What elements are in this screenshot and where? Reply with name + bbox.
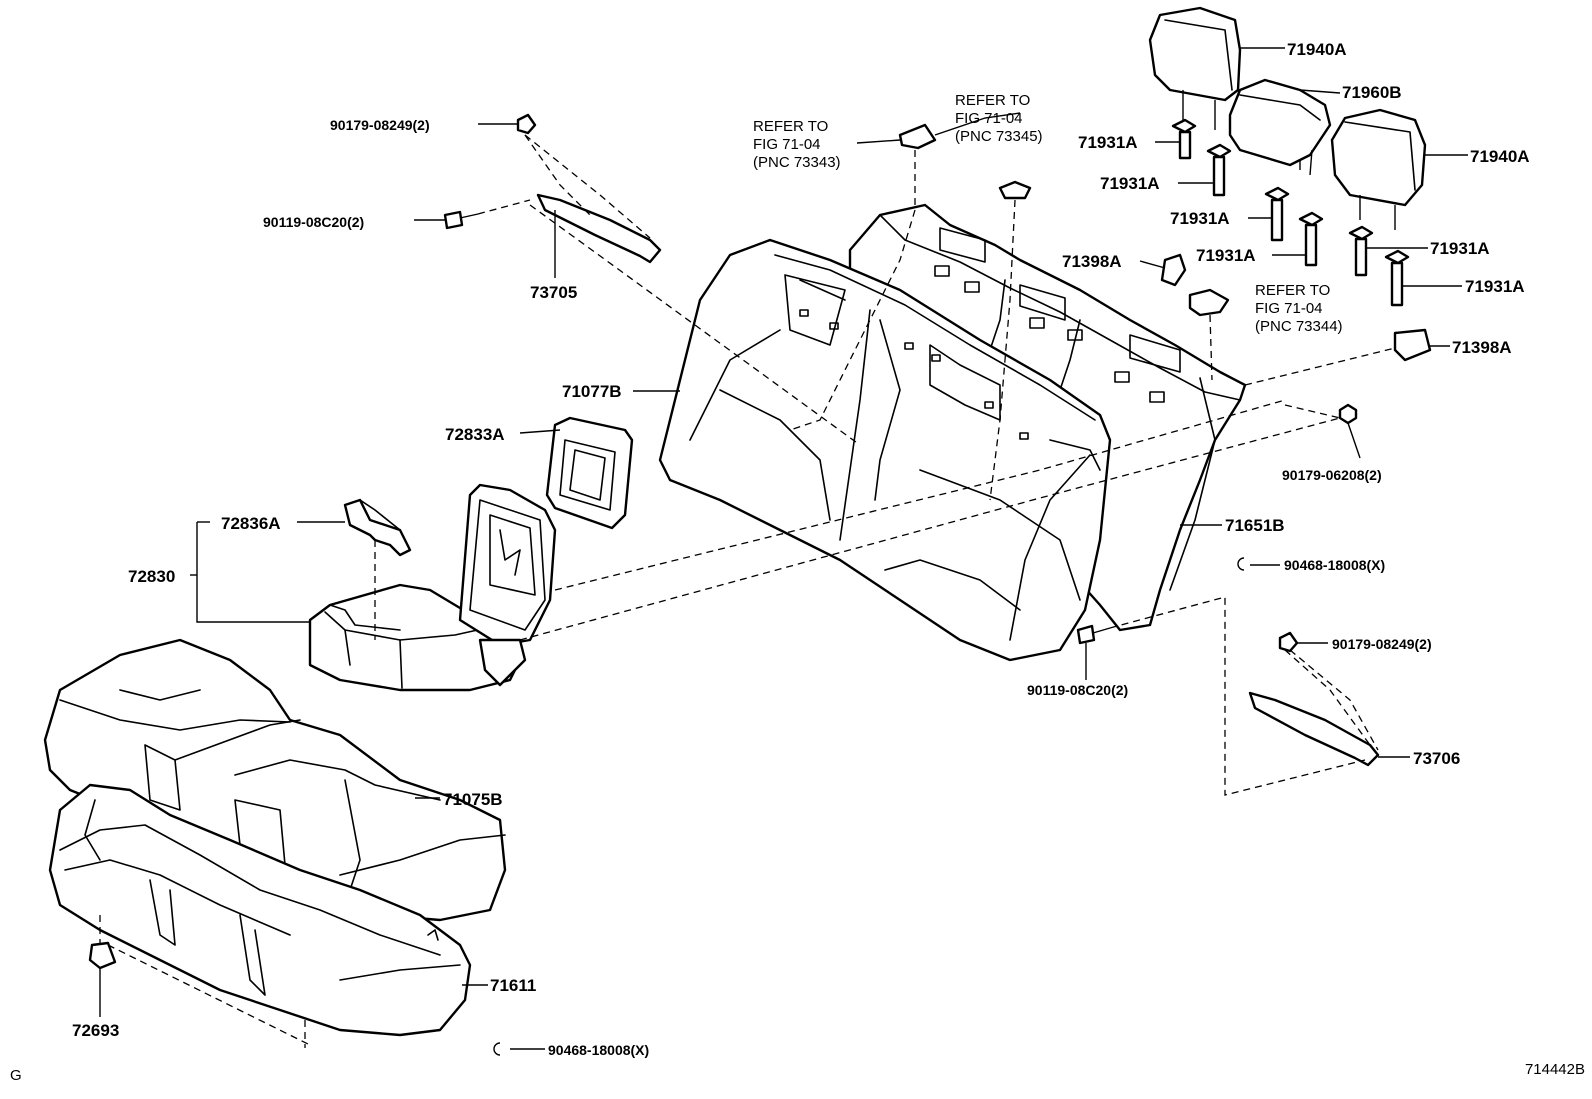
- ref2-line2: FIG 71-04: [955, 110, 1023, 127]
- armrest-drawing: [308, 483, 557, 692]
- label-71075B: 71075B: [443, 790, 503, 809]
- label-90179-08249-right: 90179-08249(2): [1332, 636, 1432, 652]
- headrest-supports-drawing: [1171, 118, 1410, 307]
- ref1-line3: (PNC 73343): [753, 154, 841, 171]
- headrest-right-drawing: [1330, 108, 1427, 230]
- label-71398A-1: 71398A: [1062, 252, 1122, 271]
- corner-code-left: G: [10, 1067, 22, 1084]
- cup-holder-drawing: [343, 498, 412, 557]
- label-71931A-6: 71931A: [1465, 277, 1525, 296]
- headrest-center-drawing: [1228, 78, 1332, 176]
- seat-back-cover-drawing: [658, 238, 1112, 662]
- label-90468-18008-right: 90468-18008(X): [1284, 557, 1385, 573]
- part-labels: 71940A 71960B 71940A 71931A 71931A 71931…: [72, 40, 1530, 1058]
- seat-cushion-pad-drawing: [48, 783, 472, 1037]
- headrest-top-drawing: [1148, 6, 1242, 130]
- label-71931A-3: 71931A: [1170, 209, 1230, 228]
- label-72830: 72830: [128, 567, 175, 586]
- label-71940A-right: 71940A: [1470, 147, 1530, 166]
- label-90119-08C20-right: 90119-08C20(2): [1027, 682, 1128, 698]
- label-90119-08C20-left: 90119-08C20(2): [263, 214, 364, 230]
- label-71960B: 71960B: [1342, 83, 1402, 102]
- refer-to-notes: REFER TO FIG 71-04 (PNC 73343) REFER TO …: [753, 92, 1343, 335]
- label-71940A-top: 71940A: [1287, 40, 1347, 59]
- ref2-line3: (PNC 73345): [955, 128, 1043, 145]
- label-71611: 71611: [490, 976, 536, 995]
- label-72833A: 72833A: [445, 425, 505, 444]
- label-71931A-1: 71931A: [1078, 133, 1138, 152]
- corner-code-right: 714442B: [1525, 1061, 1585, 1078]
- label-71077B: 71077B: [562, 382, 622, 401]
- label-73705: 73705: [530, 283, 577, 302]
- ref3-line2: FIG 71-04: [1255, 300, 1323, 317]
- label-73706: 73706: [1413, 749, 1460, 768]
- leader-lines: [99, 47, 1468, 1050]
- label-71931A-2: 71931A: [1100, 174, 1160, 193]
- ref3-line1: REFER TO: [1255, 282, 1330, 299]
- label-71931A-5: 71931A: [1430, 239, 1490, 258]
- label-90179-06208: 90179-06208(2): [1282, 467, 1382, 483]
- label-71398A-2: 71398A: [1452, 338, 1512, 357]
- assembly-dashed-lines: [99, 134, 1396, 1048]
- label-72693: 72693: [72, 1021, 119, 1040]
- ref3-line3: (PNC 73344): [1255, 318, 1343, 335]
- label-71931A-4: 71931A: [1196, 246, 1256, 265]
- ref1-line2: FIG 71-04: [753, 136, 821, 153]
- label-90468-18008-bottom: 90468-18008(X): [548, 1042, 649, 1058]
- label-90179-08249-left: 90179-08249(2): [330, 117, 430, 133]
- label-72836A: 72836A: [221, 514, 281, 533]
- label-71651B: 71651B: [1225, 516, 1285, 535]
- small-parts-drawing: [88, 113, 1432, 1056]
- armrest-lid-drawing: [545, 416, 634, 530]
- ref1-line1: REFER TO: [753, 118, 828, 135]
- ref2-line1: REFER TO: [955, 92, 1030, 109]
